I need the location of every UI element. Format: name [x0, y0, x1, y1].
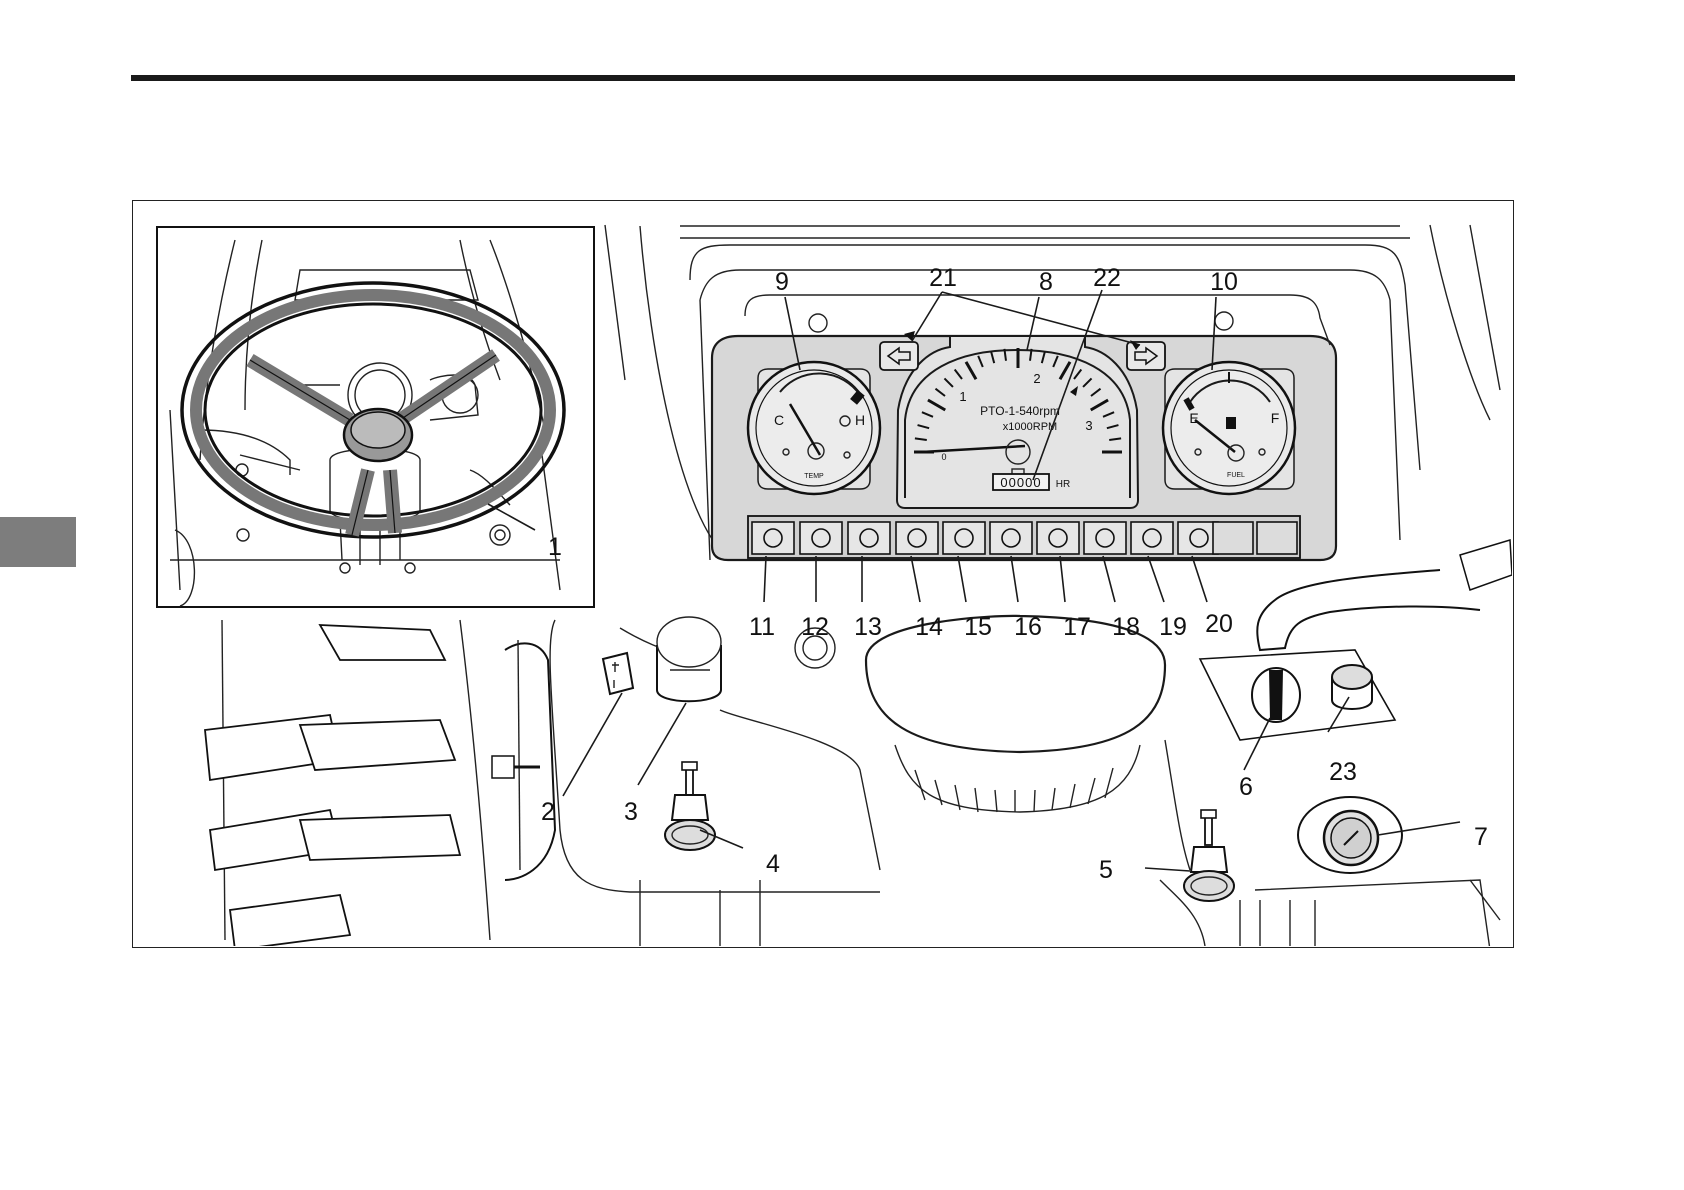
callout-6: 6	[1239, 773, 1253, 801]
callout-15: 15	[964, 613, 992, 641]
callout-5: 5	[1099, 856, 1113, 884]
coolant-level-lamp	[1084, 522, 1126, 554]
warning-lamp-strip	[748, 516, 1300, 558]
engine-warning-lamp	[848, 522, 890, 554]
callout-18: 18	[1112, 613, 1140, 641]
callout-19: 19	[1159, 613, 1187, 641]
callout-4: 4	[766, 850, 780, 878]
callout-23: 23	[1329, 758, 1357, 786]
callout-2: 2	[541, 798, 555, 826]
fuel-empty-label: E	[1189, 410, 1198, 426]
tach-tick-3: 3	[1085, 418, 1092, 433]
pto-label: PTO-1-540rpm	[980, 404, 1060, 418]
turn-signal-left-indicator	[880, 342, 918, 370]
tachometer: 1 2 3 0 PTO-1-540rpm x1000RPM 00000 HR	[897, 336, 1138, 508]
callout-16: 16	[1014, 613, 1042, 641]
lift-control-knob[interactable]	[665, 762, 715, 850]
tach-tick-0: 0	[941, 452, 946, 462]
blank-lamp	[1257, 522, 1297, 554]
fuel-pump-icon	[1226, 417, 1236, 429]
ignition-key-switch[interactable]	[1298, 797, 1402, 873]
parking-brake-lamp	[1178, 522, 1218, 554]
callout-9: 9	[775, 268, 789, 296]
callout-10: 10	[1210, 268, 1238, 296]
engine-stop-knob[interactable]	[657, 617, 721, 701]
callout-14: 14	[915, 613, 943, 641]
fuel-full-label: F	[1271, 410, 1280, 426]
hand-throttle-lever[interactable]	[603, 653, 633, 694]
callout-11: 11	[749, 613, 775, 641]
callout-13: 13	[854, 613, 882, 641]
hour-unit: HR	[1056, 479, 1070, 490]
callout-7: 7	[1474, 823, 1488, 851]
callout-8: 8	[1039, 268, 1053, 296]
tach-tick-2: 2	[1033, 371, 1040, 386]
blank-lamp	[1213, 522, 1253, 554]
glow-plug-lamp	[1037, 522, 1079, 554]
transmission-lamp	[896, 522, 938, 554]
temperature-gauge: C H TEMP	[748, 362, 880, 494]
light-switch-knob[interactable]	[1252, 668, 1300, 722]
callout-22: 22	[1093, 264, 1121, 292]
hour-meter: 00000	[1000, 475, 1041, 490]
4wd-lamp	[752, 522, 794, 554]
temp-hot-label: H	[855, 412, 865, 428]
callout-20: 20	[1205, 610, 1233, 638]
callout-3: 3	[624, 798, 638, 826]
tach-tick-1: 1	[959, 389, 966, 404]
callout-17: 17	[1063, 613, 1091, 641]
turn-signal-right-indicator	[1127, 342, 1165, 370]
fuel-label: FUEL	[1227, 472, 1245, 479]
tire-illustration	[205, 620, 555, 950]
draft-control-knob[interactable]	[1184, 810, 1234, 901]
callout-21: 21	[929, 264, 957, 292]
temp-cold-label: C	[774, 412, 784, 428]
fuel-gauge: E F FUEL	[1163, 362, 1295, 494]
oil-pressure-lamp	[943, 522, 985, 554]
horn-button[interactable]	[1332, 665, 1372, 709]
rpm-scale-label: x1000RPM	[1003, 421, 1057, 433]
callout-12: 12	[801, 613, 829, 641]
callout-1: 1	[548, 533, 562, 561]
temp-label: TEMP	[804, 473, 824, 480]
headlight-lamp	[1131, 522, 1173, 554]
battery-lamp	[990, 522, 1032, 554]
air-filter-lamp	[800, 522, 842, 554]
